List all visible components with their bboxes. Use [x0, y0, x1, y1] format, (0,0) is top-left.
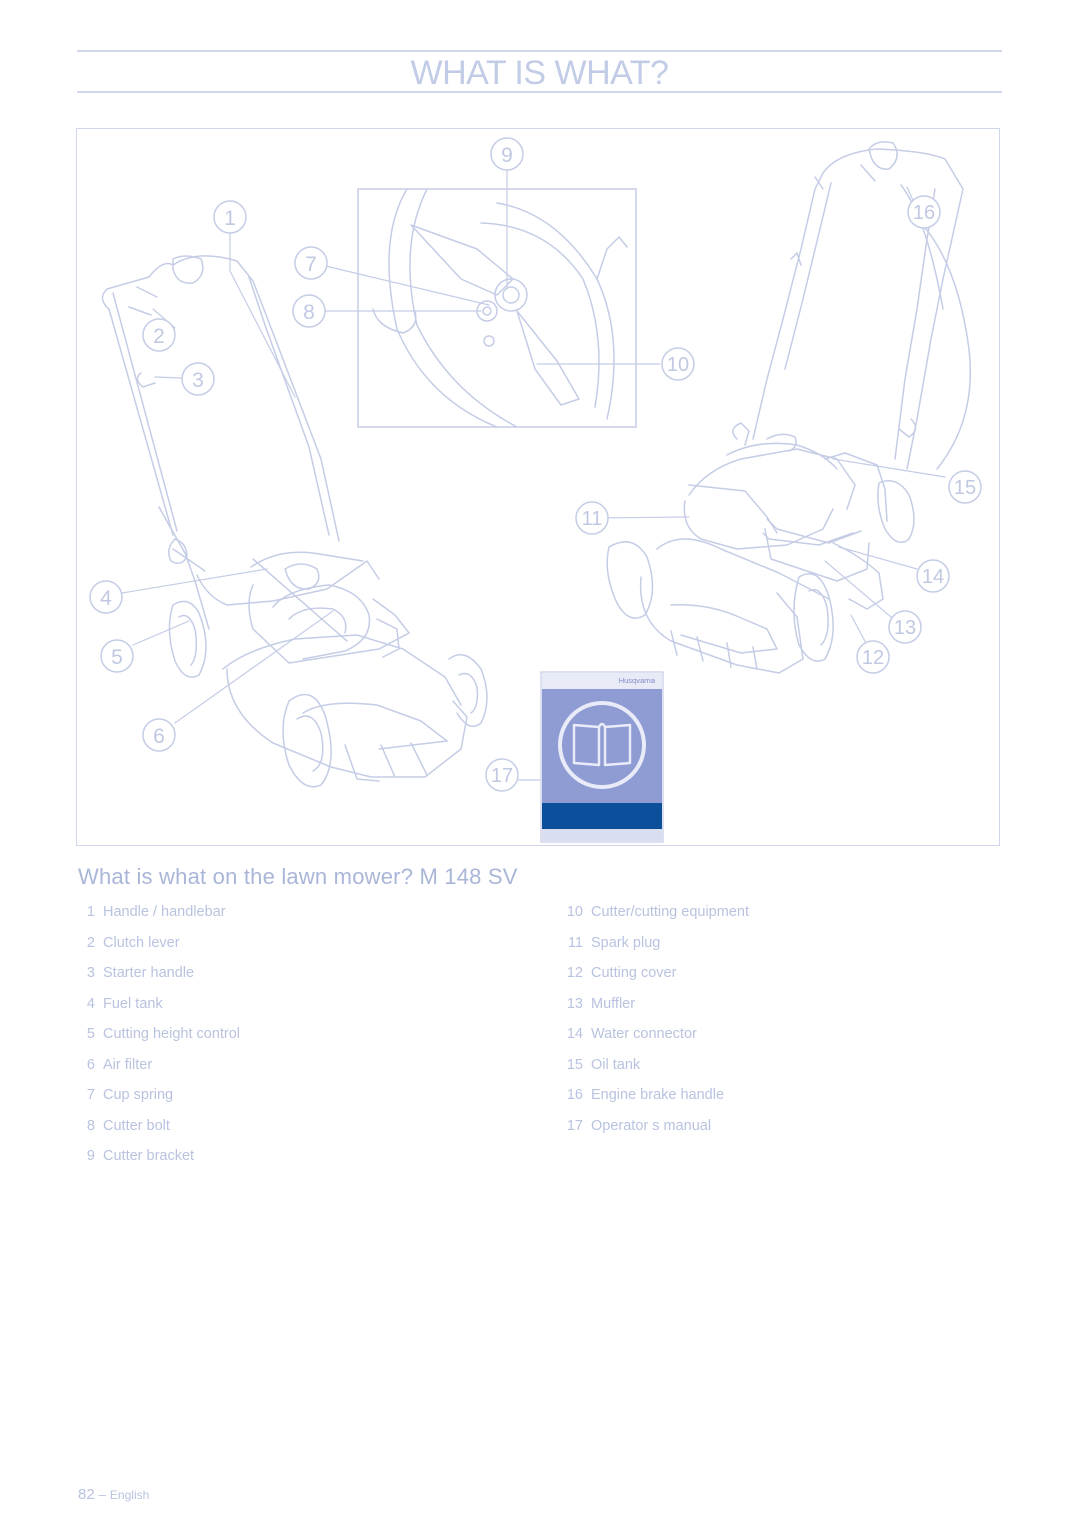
callout-3-label: 3	[192, 369, 204, 392]
part-number: 13	[566, 995, 583, 1012]
callout-4: 4	[89, 580, 123, 614]
left-mower-drawing	[101, 255, 488, 788]
callout-5-label: 5	[111, 646, 123, 669]
callout-9: 9	[490, 137, 524, 171]
part-label: Spark plug	[591, 934, 661, 951]
callout-15: 15	[948, 470, 982, 504]
part-number: 16	[566, 1087, 583, 1103]
blade-detail-inset	[357, 188, 637, 428]
part-label: Water connector	[591, 1026, 697, 1042]
part-label: Operator s manual	[591, 1117, 712, 1134]
callout-5: 5	[100, 639, 134, 673]
part-number: 12	[566, 965, 583, 981]
callout-3: 3	[181, 362, 215, 396]
part-label: Cutter/cutting equipment	[591, 904, 749, 920]
callout-6: 6	[142, 718, 176, 752]
part-number: 14	[566, 1026, 583, 1042]
callout-16: 16	[907, 195, 941, 229]
part-label: Cutting cover	[591, 965, 677, 981]
part-label: Air filter	[103, 1056, 153, 1073]
part-number: 10	[566, 904, 583, 920]
part-label: Engine brake handle	[591, 1087, 725, 1103]
callout-1-label: 1	[224, 207, 236, 230]
callout-16-label: 16	[913, 202, 935, 224]
part-number: 9	[86, 1148, 95, 1164]
right-mower-drawing	[606, 141, 972, 674]
figure-frame: Husqvarna	[76, 128, 1000, 846]
callout-12-label: 12	[862, 647, 884, 669]
part-label: Cutting height control	[103, 1026, 241, 1042]
callout-8-label: 8	[303, 301, 315, 324]
operators-manual-booklet: Husqvarna	[540, 671, 664, 843]
callout-1: 1	[213, 200, 247, 234]
callout-2-label: 2	[153, 325, 165, 348]
part-number: 11	[567, 934, 583, 951]
callout-6-label: 6	[153, 725, 165, 748]
part-number: 8	[86, 1117, 95, 1134]
part-number: 15	[566, 1056, 583, 1073]
callouts: 1 2 3 4 5 6 7 8 9 10 11 12 13 14 15 16 1…	[89, 137, 982, 792]
book-icon	[572, 722, 632, 767]
part-label: Oil tank	[591, 1056, 641, 1073]
part-label: Muffler	[591, 995, 636, 1012]
mower-illustration: Husqvarna	[89, 137, 982, 843]
callout-9-label: 9	[501, 144, 513, 167]
part-label: Fuel tank	[103, 995, 163, 1012]
page-number: 82	[78, 1486, 95, 1503]
section-heading: What is what on the lawn mower? M 148 SV	[78, 864, 518, 889]
part-label: Handle / handlebar	[103, 904, 226, 920]
callout-14: 14	[916, 559, 950, 593]
part-number: 1	[86, 904, 95, 920]
callout-7: 7	[294, 246, 328, 280]
part-number: 3	[86, 965, 95, 981]
part-label: Cup spring	[103, 1087, 174, 1103]
callout-17: 17	[485, 758, 519, 792]
callout-2: 2	[142, 318, 176, 352]
part-number: 5	[86, 1026, 95, 1042]
leader-lines	[121, 169, 946, 781]
callout-10-label: 10	[667, 354, 689, 376]
callout-13: 13	[888, 610, 922, 644]
page-title: WHAT IS WHAT?	[410, 54, 669, 92]
footer-dash: –	[98, 1487, 106, 1502]
part-number: 7	[86, 1087, 95, 1103]
manual-brand-logo: Husqvarna	[619, 676, 656, 685]
part-number: 4	[86, 995, 95, 1012]
callout-10: 10	[661, 347, 695, 381]
footer-language: English	[109, 1488, 150, 1502]
callout-8: 8	[292, 294, 326, 328]
callout-17-label: 17	[491, 765, 513, 787]
part-label: Cutter bolt	[103, 1117, 170, 1134]
part-number: 2	[86, 934, 95, 951]
callout-11-label: 11	[582, 508, 603, 530]
part-number: 6	[86, 1056, 95, 1073]
callout-4-label: 4	[100, 587, 112, 610]
callout-11: 11	[575, 501, 609, 535]
part-label: Cutter bracket	[103, 1148, 195, 1164]
part-label: Clutch lever	[103, 934, 180, 951]
part-label: Starter handle	[103, 965, 195, 981]
page-footer: 82–English	[78, 1486, 149, 1504]
callout-14-label: 14	[922, 566, 944, 588]
callout-12: 12	[856, 640, 890, 674]
part-number: 17	[566, 1117, 583, 1134]
callout-7-label: 7	[305, 253, 317, 276]
callout-15-label: 15	[954, 477, 976, 499]
top-rule	[77, 50, 1002, 52]
callout-13-label: 13	[894, 617, 916, 639]
title-underline	[77, 91, 1002, 93]
